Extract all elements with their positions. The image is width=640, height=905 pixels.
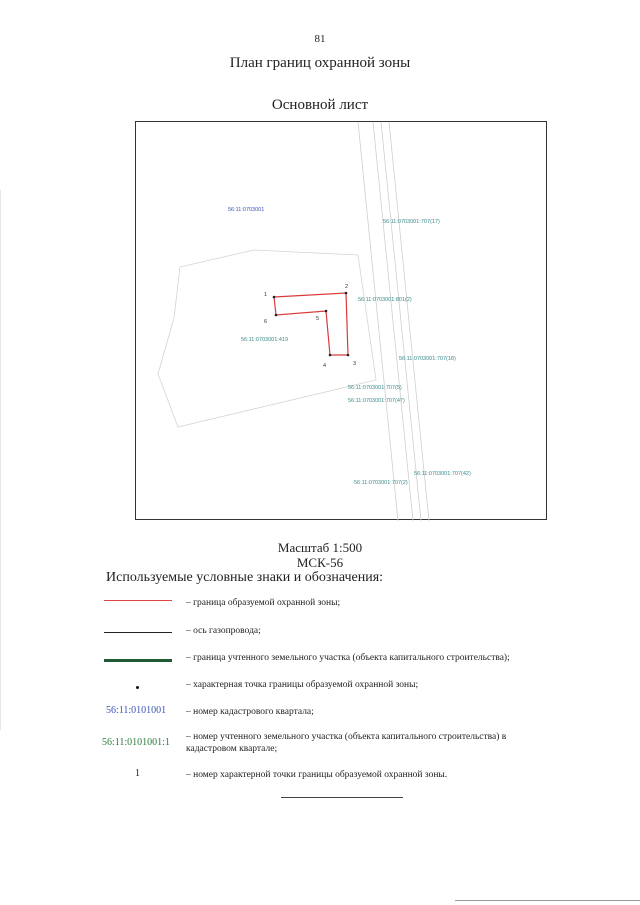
legend-desc: – номер кадастрового квартала; (186, 707, 314, 717)
page-bottom-mark (455, 900, 640, 901)
page-subtitle: Основной лист (271, 97, 369, 113)
cadastral-quarter-label: 56:11:0703001 (228, 207, 264, 213)
map-canvas: 1 2 3 4 5 6 56:11:0703001 56:11:0703001:… (157, 122, 471, 521)
parcel-outline (157, 249, 377, 428)
boundary-point-marker (344, 291, 348, 295)
road-line (380, 122, 422, 521)
map-scale: Масштаб 1:500 (277, 540, 363, 555)
parcel-label: 56:11:0703001:801(2) (358, 297, 412, 303)
legend-green-line-symbol (104, 659, 172, 662)
legend-parcel-code: 56:11:0101001:1 (102, 737, 170, 748)
road-line (372, 122, 414, 521)
page-edge-mark (0, 190, 1, 730)
parcel-label: 56:11:0703001:707(47) (348, 398, 405, 404)
boundary-point-marker (274, 313, 278, 317)
legend-point-symbol (136, 686, 139, 689)
parcel-label: 56:11:0703001:419 (241, 337, 288, 343)
legend-desc: – граница образуемой охранной зоны; (186, 598, 341, 608)
parcel-label: 56:11:0703001:707(5) (348, 385, 402, 391)
coordinate-system: МСК-56 (296, 555, 344, 570)
boundary-point-marker (346, 353, 350, 357)
parcel-label: 56:11:0703001:707(42) (414, 471, 471, 477)
parcel-label: 56:11:0703001:707(18) (399, 356, 456, 362)
road-line (357, 122, 399, 521)
legend-desc: – граница учтенного земельного участка (… (186, 653, 510, 663)
legend-desc: – номер учтенного земельного участка (об… (186, 732, 507, 754)
point-number: 4 (323, 363, 326, 369)
boundary-point-marker (324, 309, 328, 313)
boundary-point-marker (272, 295, 276, 299)
point-number: 6 (264, 319, 267, 325)
map-frame: 1 2 3 4 5 6 56:11:0703001 56:11:0703001:… (135, 121, 547, 521)
legend-axis-line-symbol (104, 632, 172, 633)
point-number: 3 (353, 361, 356, 367)
point-number: 2 (345, 284, 348, 290)
legend-desc: – ось газопровода; (186, 626, 261, 636)
parcel-label: 56:11:0703001:707(17) (383, 219, 440, 225)
page-title: План границ охранной зоны (229, 55, 411, 71)
separator-line (281, 797, 403, 798)
legend-quarter-code: 56:11:0101001 (106, 705, 167, 716)
legend-red-line-symbol (104, 600, 172, 601)
protection-zone-boundary (273, 292, 349, 356)
point-number: 1 (264, 292, 267, 298)
point-number: 5 (316, 316, 319, 322)
parcel-label: 56:11:0703001:707(2) (354, 480, 408, 486)
legend-desc: – номер характерной точки границы образу… (186, 770, 448, 780)
page-number: 81 (314, 33, 326, 45)
boundary-point-marker (328, 353, 332, 357)
road-line (388, 122, 430, 521)
legend-heading: Используемые условные знаки и обозначени… (106, 570, 384, 585)
legend-point-number-code: 1 (135, 768, 140, 779)
legend-desc: – характерная точка границы образуемой о… (186, 680, 419, 690)
